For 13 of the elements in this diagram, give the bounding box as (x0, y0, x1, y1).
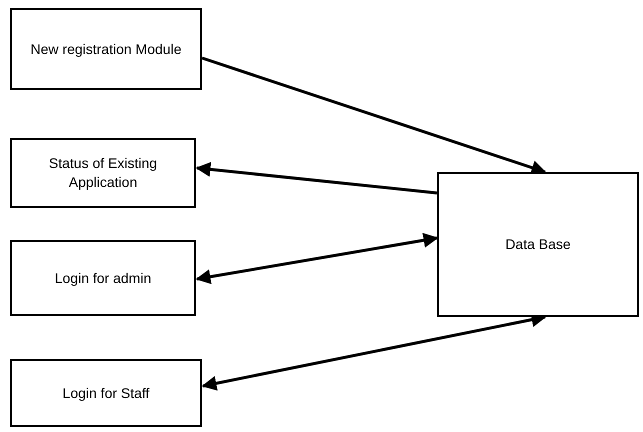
process-box (10, 8, 202, 90)
node-label: Data Base (505, 235, 571, 254)
node-label: Status of Existing Application (48, 154, 158, 192)
process-box (10, 138, 196, 208)
arrow (196, 232, 438, 284)
node-label: New registration Module (30, 40, 182, 58)
node-label: Login for Staff (62, 384, 150, 402)
arrow (196, 162, 438, 194)
process-box (437, 172, 639, 317)
process-box (10, 359, 202, 427)
process-box (10, 240, 196, 316)
node-label: Login for admin (54, 268, 152, 288)
arrow (202, 56, 546, 175)
